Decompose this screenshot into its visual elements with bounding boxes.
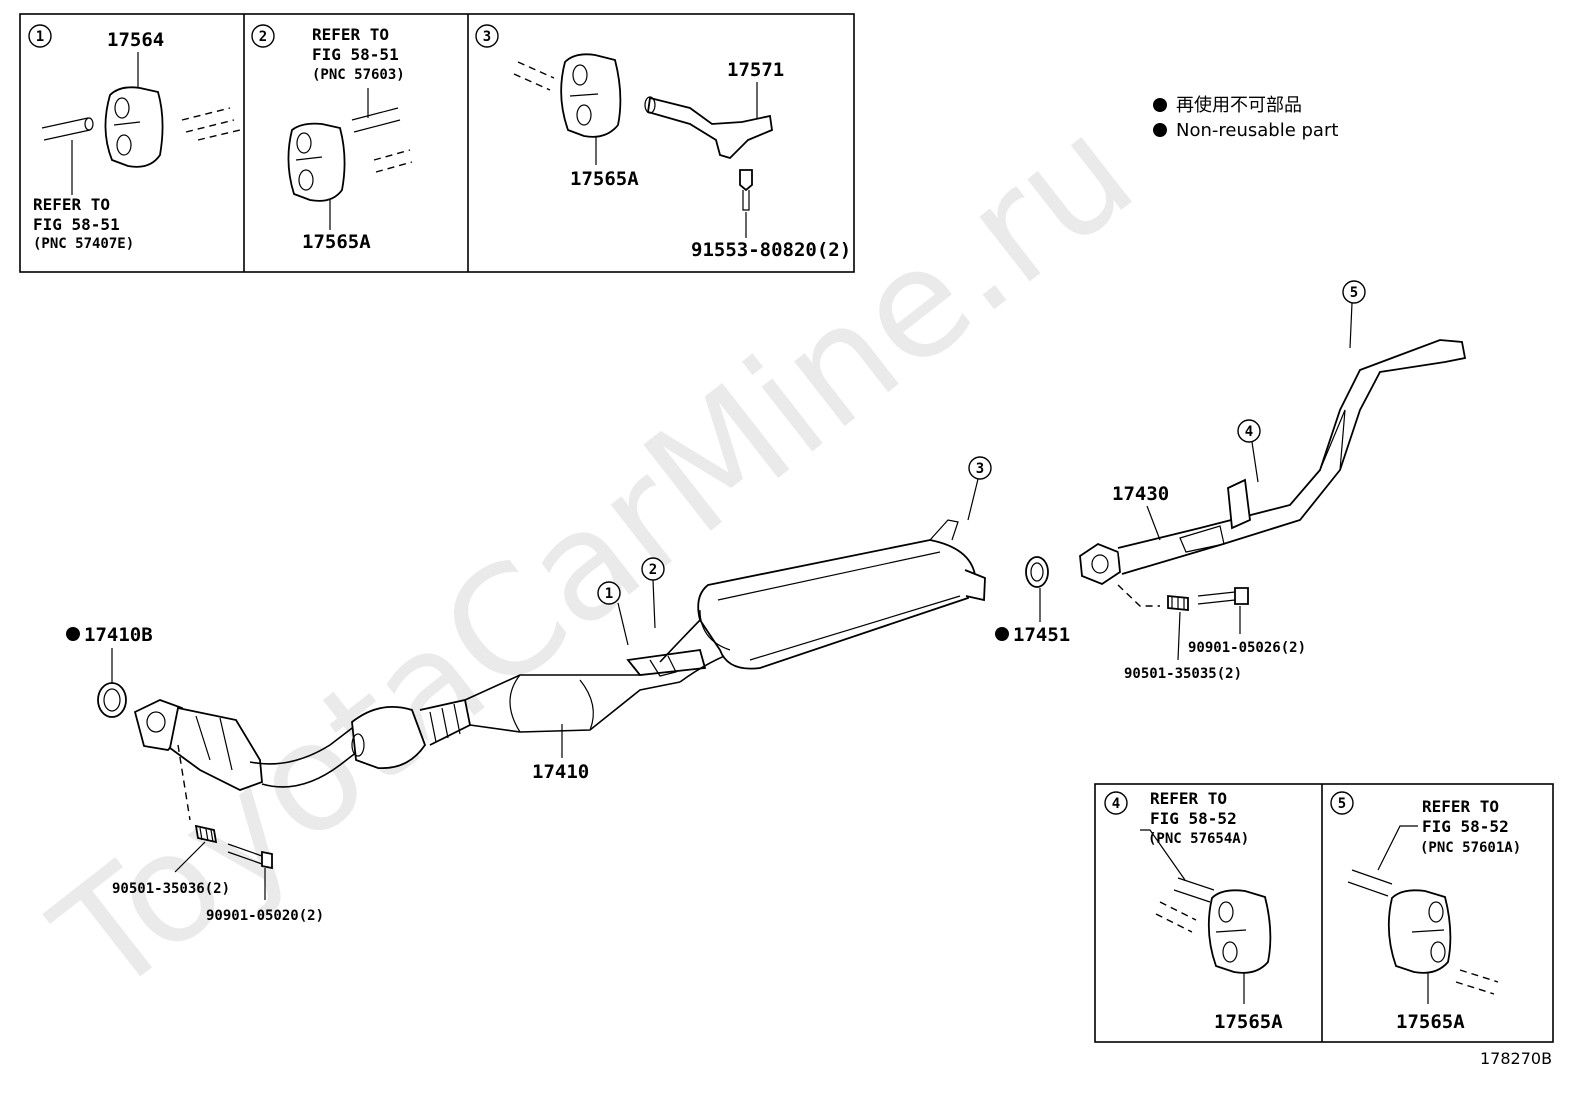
- inset-4-refer-1: REFER TO: [1150, 789, 1227, 808]
- inset-4-part: 17565A: [1214, 1011, 1283, 1033]
- legend-en: Non-reusable part: [1176, 120, 1338, 141]
- callout-5: 5: [1350, 285, 1358, 301]
- inset-3-part-a: 17571: [727, 59, 784, 81]
- inset-3-part-c: 91553-80820(2): [691, 239, 851, 261]
- inset-2: 2 REFER TO FIG 58-51 (PNC 57603) 17565A: [251, 24, 413, 253]
- inset-1-refer-1: REFER TO: [33, 195, 110, 214]
- part-90901-05026: 90901-05026(2): [1188, 640, 1306, 656]
- callout-4: 4: [1245, 424, 1253, 440]
- inset-3: 3 17565A 17571 91553-80820(2): [475, 24, 851, 261]
- part-90501-35035: 90501-35035(2): [1124, 666, 1242, 682]
- inset-2-part: 17565A: [302, 231, 371, 253]
- inset-4-refer-3: (PNC 57654A): [1148, 831, 1249, 847]
- part-17410: 17410: [532, 761, 589, 783]
- non-reusable-marker-icon: [1153, 98, 1167, 112]
- non-reusable-marker-icon: [995, 627, 1009, 641]
- inset-5-part: 17565A: [1396, 1011, 1465, 1033]
- inset-5-number: 5: [1338, 796, 1346, 812]
- gasket-17451: [1025, 556, 1049, 588]
- main-assembly: 17410B 17410 1 2: [66, 280, 1467, 924]
- muffler: [697, 539, 976, 670]
- top-inset-frames: [19, 13, 855, 273]
- callout-1: 1: [605, 586, 613, 602]
- inset-1-refer-3: (PNC 57407E): [33, 236, 134, 252]
- inset-2-number: 2: [259, 29, 267, 45]
- part-17451: 17451: [1013, 624, 1070, 646]
- figure-id: 178270B: [1480, 1049, 1552, 1068]
- inset-4-refer-2: FIG 58-52: [1150, 809, 1237, 828]
- non-reusable-marker-icon: [66, 627, 80, 641]
- inset-5-refer-3: (PNC 57601A): [1420, 840, 1521, 856]
- inset-3-part-b: 17565A: [570, 168, 639, 190]
- bottom-inset-frames: [1094, 783, 1554, 1043]
- inset-2-refer-1: REFER TO: [312, 25, 389, 44]
- inset-3-number: 3: [483, 29, 491, 45]
- inset-1: 1 17564 REFER TO FIG 58-51 (PNC 57407E): [28, 24, 241, 252]
- inset-5: 5 REFER TO FIG 58-52 (PNC 57601A) 17565A: [1330, 791, 1521, 1033]
- gasket-17410b: [97, 682, 127, 718]
- inset-1-refer-2: FIG 58-51: [33, 215, 120, 234]
- inset-5-refer-2: FIG 58-52: [1422, 817, 1509, 836]
- callout-2: 2: [649, 562, 657, 578]
- inset-5-refer-1: REFER TO: [1422, 797, 1499, 816]
- inset-4: 4 REFER TO FIG 58-52 (PNC 57654A) 17565A: [1104, 789, 1283, 1033]
- legend-jp: 再使用不可部品: [1176, 95, 1302, 116]
- callout-3: 3: [976, 461, 984, 477]
- inset-4-number: 4: [1112, 796, 1120, 812]
- part-90901-05020: 90901-05020(2): [206, 908, 324, 924]
- part-17410b: 17410B: [84, 624, 153, 646]
- legend: 再使用不可部品 Non-reusable part: [1153, 95, 1338, 141]
- part-90501-35036: 90501-35036(2): [112, 881, 230, 897]
- inset-2-refer-2: FIG 58-51: [312, 45, 399, 64]
- non-reusable-marker-icon: [1153, 123, 1167, 137]
- inset-1-number: 1: [36, 29, 44, 45]
- inset-2-refer-3: (PNC 57603): [312, 67, 405, 83]
- part-17430: 17430: [1112, 483, 1169, 505]
- inset-1-part: 17564: [107, 29, 164, 51]
